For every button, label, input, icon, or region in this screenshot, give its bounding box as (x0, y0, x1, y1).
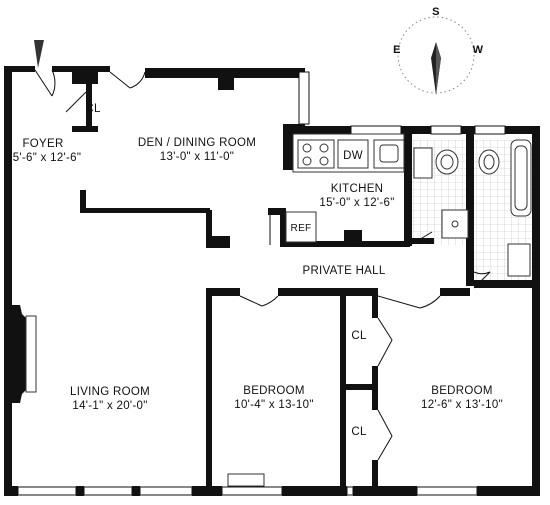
toilet-icon (413, 147, 433, 179)
closet-lower-label: CL (351, 426, 367, 438)
exterior-walls (4, 66, 540, 496)
shower-icon (441, 209, 469, 239)
foyer-dims: 5'-6" x 12'-6" (13, 152, 82, 164)
kitchen-dims: 15'-0" x 12'-6" (319, 197, 394, 209)
compass-w-label: W (473, 44, 484, 56)
living-dims: 14'-1" x 20'-0" (72, 400, 147, 412)
hall-name: PRIVATE HALL (302, 265, 385, 277)
kitchen-fixtures (285, 133, 405, 243)
kitchen-name: KITCHEN (331, 183, 384, 195)
den-name: DEN / DINING ROOM (138, 137, 256, 149)
toilet-icon (507, 243, 531, 277)
dishwasher-label: DW (343, 150, 363, 162)
doors (34, 69, 491, 461)
compass-icon: S E W (393, 6, 483, 95)
foyer-name: FOYER (22, 138, 63, 150)
refrigerator (285, 211, 317, 243)
radiator (227, 473, 265, 487)
stove-icon (297, 139, 335, 169)
bathroom-fixtures (413, 139, 532, 277)
compass-n-label: S (432, 6, 440, 18)
closet-upper-label: CL (351, 330, 367, 342)
bedroom1-name: BEDROOM (243, 385, 305, 397)
bedroom2-dims: 12'-6" x 13'-10" (421, 399, 503, 411)
fireplace (12, 305, 37, 403)
den-dims: 13'-0" x 11'-0" (160, 151, 234, 163)
interior-walls (72, 70, 532, 488)
room-labels: FOYER 5'-6" x 12'-6" DEN / DINING ROOM 1… (13, 103, 503, 438)
compass-e-label: E (393, 44, 401, 56)
bedroom1-dims: 10'-4" x 13-10" (234, 399, 313, 411)
closet-foyer-label: CL (85, 103, 101, 115)
refrigerator-label: REF (291, 223, 312, 234)
entrance-arrow-icon (34, 40, 44, 68)
bedroom2-name: BEDROOM (431, 385, 493, 397)
living-name: LIVING ROOM (70, 386, 150, 398)
dishwasher (337, 139, 369, 169)
